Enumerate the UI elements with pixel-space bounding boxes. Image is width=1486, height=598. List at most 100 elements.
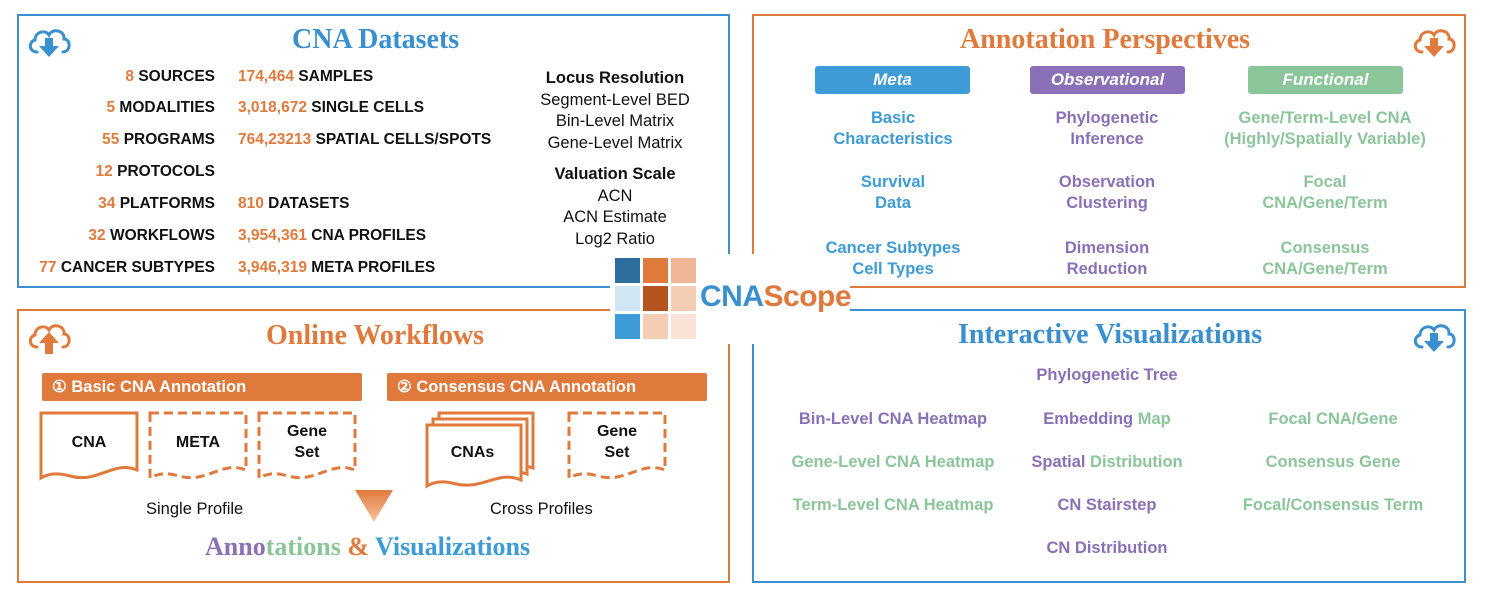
visualization-item[interactable]: Gene-Level CNA Heatmap: [763, 453, 1023, 472]
perspective-item-line: CNA/Gene/Term: [1262, 194, 1388, 212]
visualization-item[interactable]: CN Distribution: [977, 539, 1237, 558]
stat-right-datasets: 810 DATASETS: [238, 195, 350, 212]
gene-set-line1: Gene: [596, 423, 637, 440]
visualization-text-part: Gene-Level CNA Heatmap: [791, 453, 995, 471]
result-text-part: &: [340, 532, 376, 561]
gene-set-document-icon[interactable]: [566, 410, 668, 482]
cnascope-wordmark: CNAScope: [700, 280, 852, 314]
perspective-item[interactable]: Gene/Term-Level CNA (Highly/Spatially Var…: [1205, 108, 1445, 150]
locus-item: Bin-Level Matrix: [555, 112, 675, 130]
cloud-download-icon[interactable]: [1410, 24, 1458, 58]
visualization-item[interactable]: Phylogenetic Tree: [977, 366, 1237, 385]
visualization-item[interactable]: CN Stairstep: [977, 496, 1237, 515]
gene-set-doc-label: Gene Set: [256, 421, 358, 463]
perspective-item-line: Characteristics: [833, 130, 953, 148]
cna-document-icon[interactable]: [38, 410, 140, 482]
stat-right-samples: 174,464 SAMPLES: [238, 68, 374, 85]
meta-doc-label: META: [175, 434, 221, 451]
wordmark-cna: CNA: [700, 280, 764, 313]
perspective-item-line: Phylogenetic: [1055, 109, 1159, 127]
annotation-perspectives-panel: [752, 14, 1466, 288]
stat-number: 12: [95, 163, 113, 180]
gene-set-line2: Set: [294, 444, 320, 461]
visualization-text-part: Phylogenetic Tree: [1036, 366, 1178, 384]
stat-number: 3,954,361: [238, 227, 307, 244]
visualization-item[interactable]: Focal CNA/Gene: [1203, 410, 1463, 429]
logo-cell: [615, 314, 640, 339]
visualization-text-part: Focal CNA/Gene: [1268, 410, 1398, 428]
wordmark-scope: Scope: [763, 280, 852, 313]
cna-doc-label: CNA: [71, 434, 107, 451]
stat-right-meta-profiles: 3,946,319 META PROFILES: [238, 259, 436, 276]
cross-profiles-caption: Cross Profiles: [490, 500, 593, 518]
cloud-download-icon[interactable]: [1410, 319, 1458, 353]
stat-number: 3,946,319: [238, 259, 307, 276]
visualization-item[interactable]: Spatial Distribution: [977, 453, 1237, 472]
locus-item: Segment-Level BED: [540, 90, 690, 109]
visualization-text-part: CN Stairstep: [1057, 496, 1157, 514]
visualization-item[interactable]: Focal/Consensus Term: [1203, 496, 1463, 515]
result-text-part: Anno: [205, 532, 266, 561]
cloud-download-icon[interactable]: [25, 24, 73, 58]
logo-cell: [671, 258, 696, 283]
perspective-item-line: Observation: [1058, 173, 1156, 191]
perspective-pill-functional[interactable]: Functional: [1248, 66, 1403, 94]
interactive-visualizations-title: Interactive Visualizations: [958, 319, 1263, 350]
perspective-item-line: Cancer Subtypes: [825, 239, 961, 257]
stat-left-workflows: 32 WORKFLOWS: [88, 227, 215, 244]
cna-datasets-panel: [17, 14, 730, 288]
gene-set-document-icon[interactable]: [256, 410, 358, 482]
consensus-cna-annotation-banner[interactable]: ② Consensus CNA Annotation: [387, 373, 707, 401]
stat-right-spatial-cells-spots: 764,23213 SPATIAL CELLS/SPOTS: [238, 131, 492, 148]
logo-cell: [643, 314, 668, 339]
logo-cell: [643, 258, 668, 283]
perspective-item-line: Reduction: [1066, 260, 1148, 278]
result-text-part: Visualizations: [375, 532, 531, 561]
cnas-stacked-documents-icon[interactable]: [424, 410, 536, 490]
perspective-item-line: (Highly/Spatially Variable): [1224, 130, 1426, 148]
stat-left-modalities: 5 MODALITIES: [106, 99, 215, 116]
cloud-upload-icon[interactable]: [25, 319, 73, 355]
stat-left-cancer-subtypes: 77 CANCER SUBTYPES: [39, 259, 215, 276]
stat-number: 8: [125, 68, 135, 85]
annotations-visualizations-label: Annotations & Visualizations: [205, 532, 530, 562]
visualization-text-part: Embedding: [1043, 410, 1138, 428]
visualization-item[interactable]: Embedding Map: [977, 410, 1237, 429]
valuation-item: ACN Estimate: [563, 208, 667, 226]
visualization-text-part: Bin-Level CNA Heatmap: [798, 410, 988, 428]
visualization-item[interactable]: Consensus Gene: [1203, 453, 1463, 472]
visualization-item[interactable]: Bin-Level CNA Heatmap: [763, 410, 1023, 429]
perspective-item-line: CNA/Gene/Term: [1262, 260, 1388, 278]
single-profile-caption: Single Profile: [146, 500, 244, 518]
result-text-part: tations: [265, 532, 341, 561]
perspective-pill-observational[interactable]: Observational: [1030, 66, 1185, 94]
logo-cell: [643, 286, 668, 311]
down-arrow-icon: [355, 490, 393, 522]
perspective-item-line: Consensus: [1280, 239, 1370, 257]
interactive-visualizations-panel: [752, 309, 1466, 583]
visualization-text-part: Map: [1137, 410, 1171, 428]
logo-cell: [615, 258, 640, 283]
visualization-item[interactable]: Term-Level CNA Heatmap: [763, 496, 1023, 515]
meta-document-icon[interactable]: [147, 410, 249, 482]
locus-resolution-block: Locus Resolution Segment-Level BED Bin-L…: [520, 68, 710, 154]
basic-cna-annotation-banner[interactable]: ① Basic CNA Annotation: [42, 373, 362, 401]
perspective-pill-meta[interactable]: Meta: [815, 66, 970, 94]
perspective-item-line: Clustering: [1066, 194, 1148, 212]
logo-cell: [615, 286, 640, 311]
valuation-scale-block: Valuation Scale ACN ACN Estimate Log2 Ra…: [520, 164, 710, 250]
perspective-item-line: Cell Types: [852, 260, 934, 278]
perspective-item-line: Gene/Term-Level CNA: [1238, 109, 1412, 127]
stat-number: 55: [102, 131, 120, 148]
online-workflows-panel: [17, 309, 730, 583]
visualization-text-part: Focal/Consensus Term: [1242, 496, 1424, 514]
cna-datasets-title: CNA Datasets: [292, 24, 460, 55]
